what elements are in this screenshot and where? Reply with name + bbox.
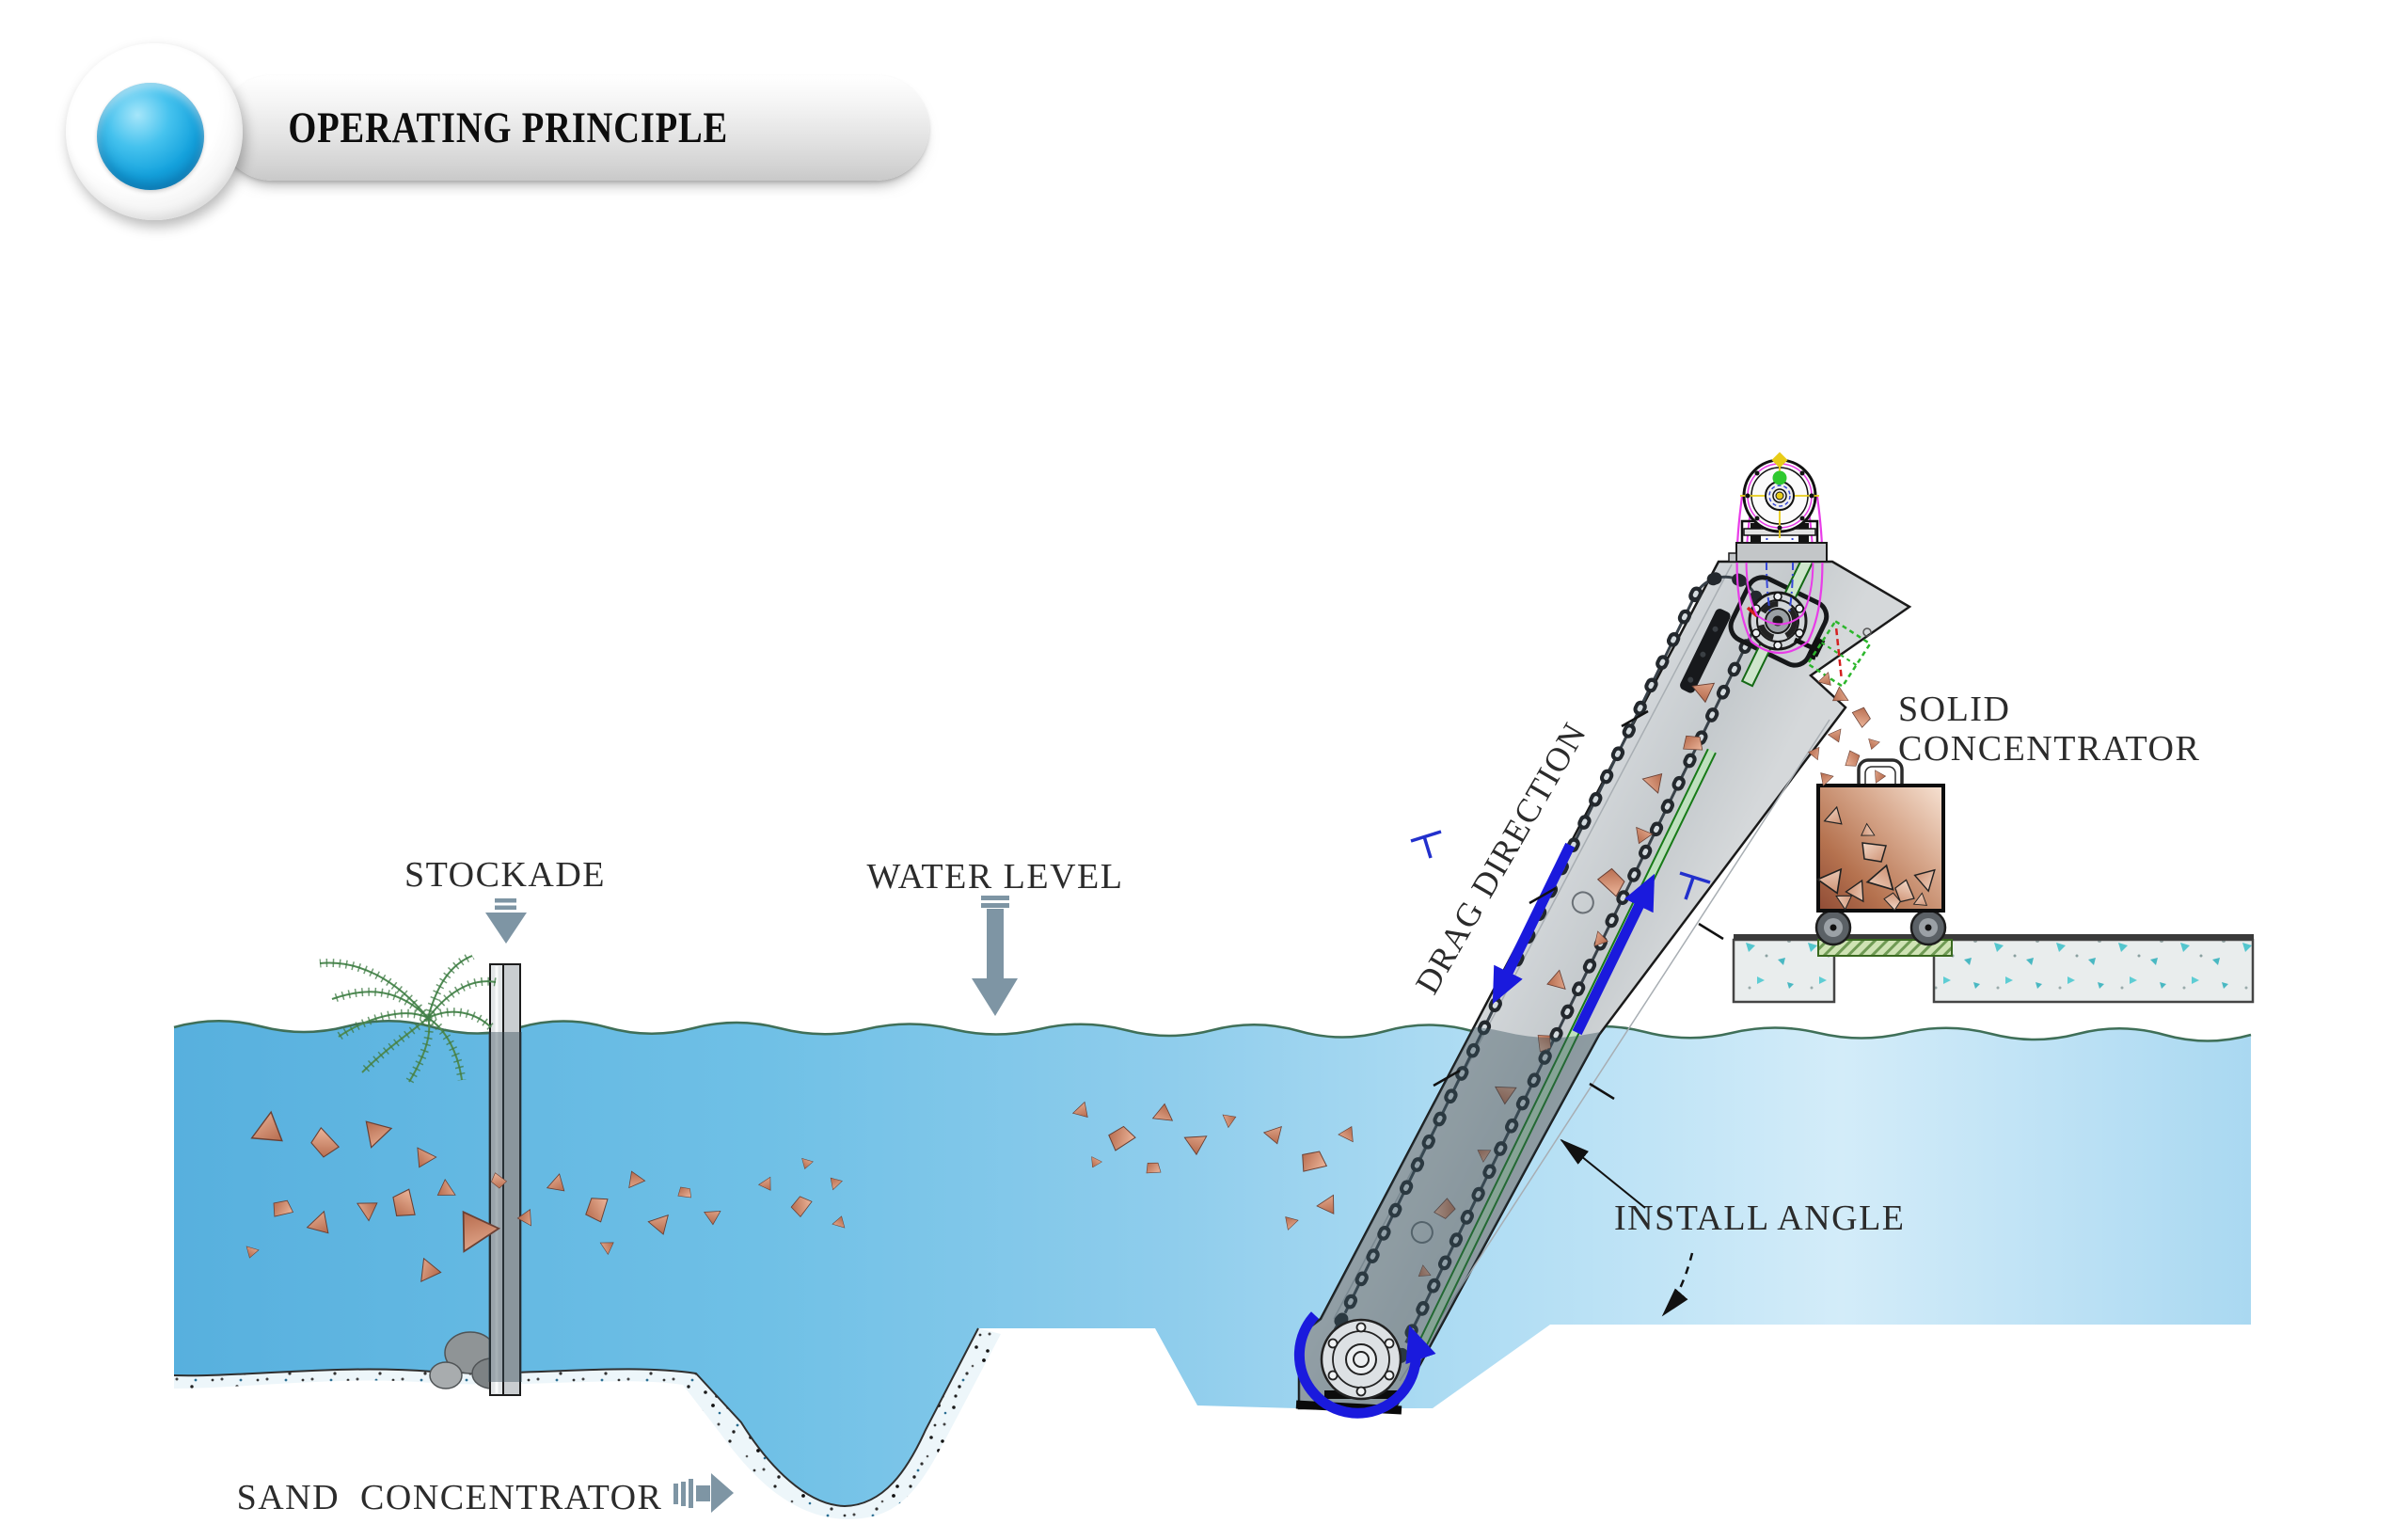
down-arrow-icon [972,896,1018,1016]
pier-top-line [1734,934,2254,940]
install-angle-label: INSTALL ANGLE [1614,1199,1906,1238]
water-fill [174,1021,2251,1506]
solid-concentrator-cart [1814,758,1947,946]
palm-plant-icon [319,951,497,1085]
concrete-pier [1732,934,2255,1004]
carry-run-arrow-icon [1572,873,1656,1036]
stockade-label: STOCKADE [404,855,606,895]
cart-wheel-icon [1814,909,1947,946]
solid-concentrator-label-line1: SOLID [1898,690,2010,729]
bed-outline [173,1327,979,1508]
clamp-ticks [1410,830,1711,900]
stockade-underwater-tint [488,1032,522,1382]
water-basin [173,1020,2252,1506]
title-banner: OPERATING PRINCIPLE [219,75,929,181]
page-title: OPERATING PRINCIPLE [288,103,729,152]
arc-arrow-icon [1661,1252,1694,1317]
stockade-label-group: STOCKADE [404,855,606,944]
solid-concentrator-label-line2: CONCENTRATOR [1898,729,2200,769]
drag-direction-arrows [1492,842,1656,1036]
sand-bed [173,1327,1001,1519]
down-arrow-icon [485,898,527,944]
water-level-label-group: WATER LEVEL [867,857,1124,1016]
solid-concentrator-label-group: SOLID CONCENTRATOR [1898,690,2200,769]
cart-body [1816,784,1945,913]
right-arrow-icon [673,1473,734,1513]
glossy-blue-circle-icon [66,43,243,220]
sand-concentrator-label-group: SAND CONCENTRATOR [237,1473,734,1517]
install-angle-label-group: INSTALL ANGLE [1560,1138,1906,1317]
drive-motor [1728,452,1828,654]
install-angle-leader [1560,1138,1646,1209]
sand-speckle-band [174,1328,1001,1519]
sand-concentrator-label: SAND CONCENTRATOR [237,1478,663,1517]
bottom-sprocket [1293,1311,1436,1419]
return-run-arrow-icon [1492,842,1576,1005]
platform-grate [1817,939,1953,957]
blue-dot-icon [97,83,204,190]
edge-ticks [1433,709,1724,1101]
sprocket-rotation-arrow-icon [1293,1311,1436,1419]
water-level-label: WATER LEVEL [867,857,1124,897]
